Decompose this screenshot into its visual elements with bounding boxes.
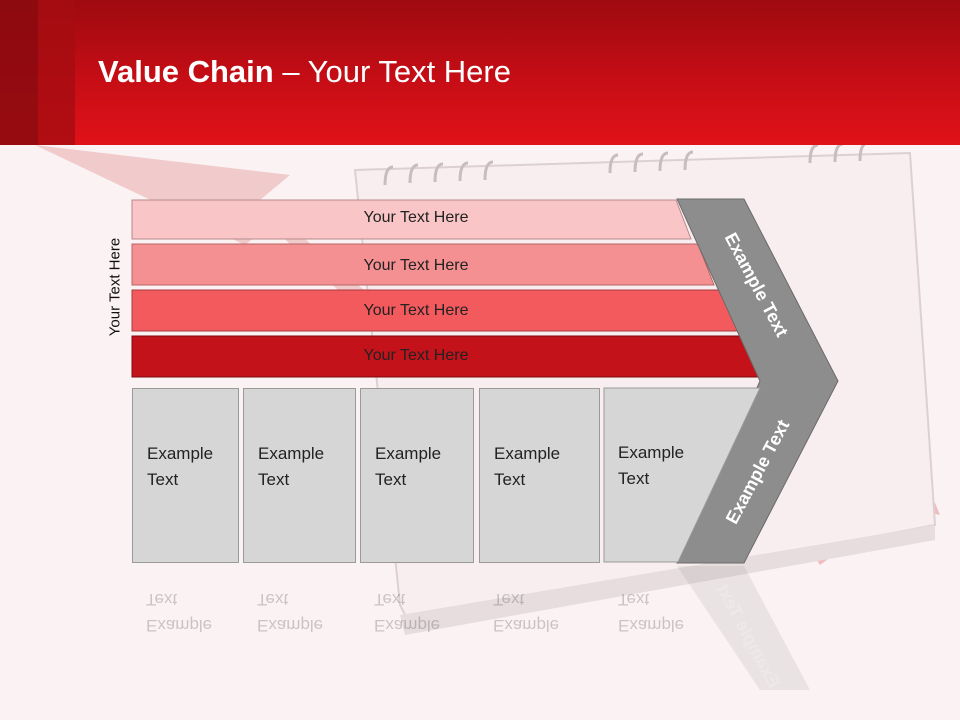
header-accent-medium <box>38 0 75 145</box>
row-bar-2 <box>131 243 715 286</box>
chevron-arrow <box>676 198 839 564</box>
row-bar-1 <box>131 199 692 240</box>
box-5-shape <box>603 387 761 563</box>
header-accent-dark <box>0 0 38 145</box>
row-label-2: Your Text Here <box>363 257 469 274</box>
slide-title: Value Chain – Your Text Here <box>98 54 511 89</box>
row-label-1: Your Text Here <box>363 209 469 226</box>
header-bar: Value Chain – Your Text Here <box>0 0 960 145</box>
row-label-3: Your Text Here <box>363 302 469 319</box>
row-label-4: Your Text Here <box>363 347 469 364</box>
